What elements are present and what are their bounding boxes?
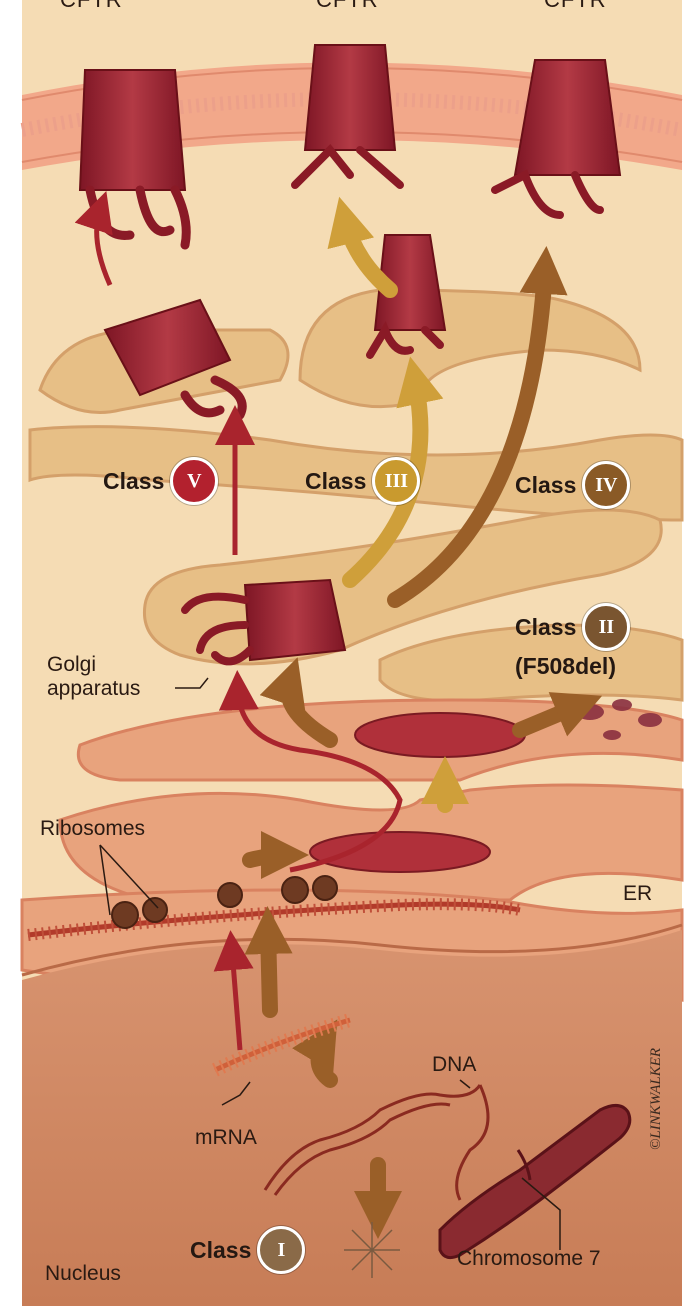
class-v-label: Class V <box>103 457 218 505</box>
ribosomes-label: Ribosomes <box>40 817 145 841</box>
class-i-badge: I <box>257 1226 305 1274</box>
f508del-label: (F508del) <box>515 653 616 680</box>
chromosome-7-label: Chromosome 7 <box>457 1247 601 1271</box>
class-ii-label: Class II <box>515 603 630 651</box>
class-word: Class <box>305 468 366 495</box>
top-label-cftr-1: CFTR <box>60 0 123 11</box>
class-iv-badge: IV <box>582 461 630 509</box>
artist-signature: ©LINKWALKER <box>648 1048 665 1150</box>
class-word: Class <box>515 614 576 641</box>
class-v-badge: V <box>170 457 218 505</box>
class-iii-badge: III <box>372 457 420 505</box>
nucleus-label: Nucleus <box>45 1262 121 1286</box>
class-word: Class <box>515 472 576 499</box>
class-iii-label: Class III <box>305 457 420 505</box>
er-label: ER <box>623 882 652 906</box>
class-i-burst <box>344 1222 400 1278</box>
mrna-label: mRNA <box>195 1126 257 1150</box>
golgi-label-line2: apparatus <box>47 677 140 701</box>
class-word: Class <box>103 468 164 495</box>
class-i-label: Class I <box>190 1226 305 1274</box>
top-label-cftr-2: CFTR <box>316 0 379 11</box>
dna-label: DNA <box>432 1053 476 1077</box>
class-ii-badge: II <box>582 603 630 651</box>
top-label-cftr-3: CFTR <box>544 0 607 11</box>
class-word: Class <box>190 1237 251 1264</box>
class-iv-label: Class IV <box>515 461 630 509</box>
golgi-label-line1: Golgi <box>47 653 96 677</box>
